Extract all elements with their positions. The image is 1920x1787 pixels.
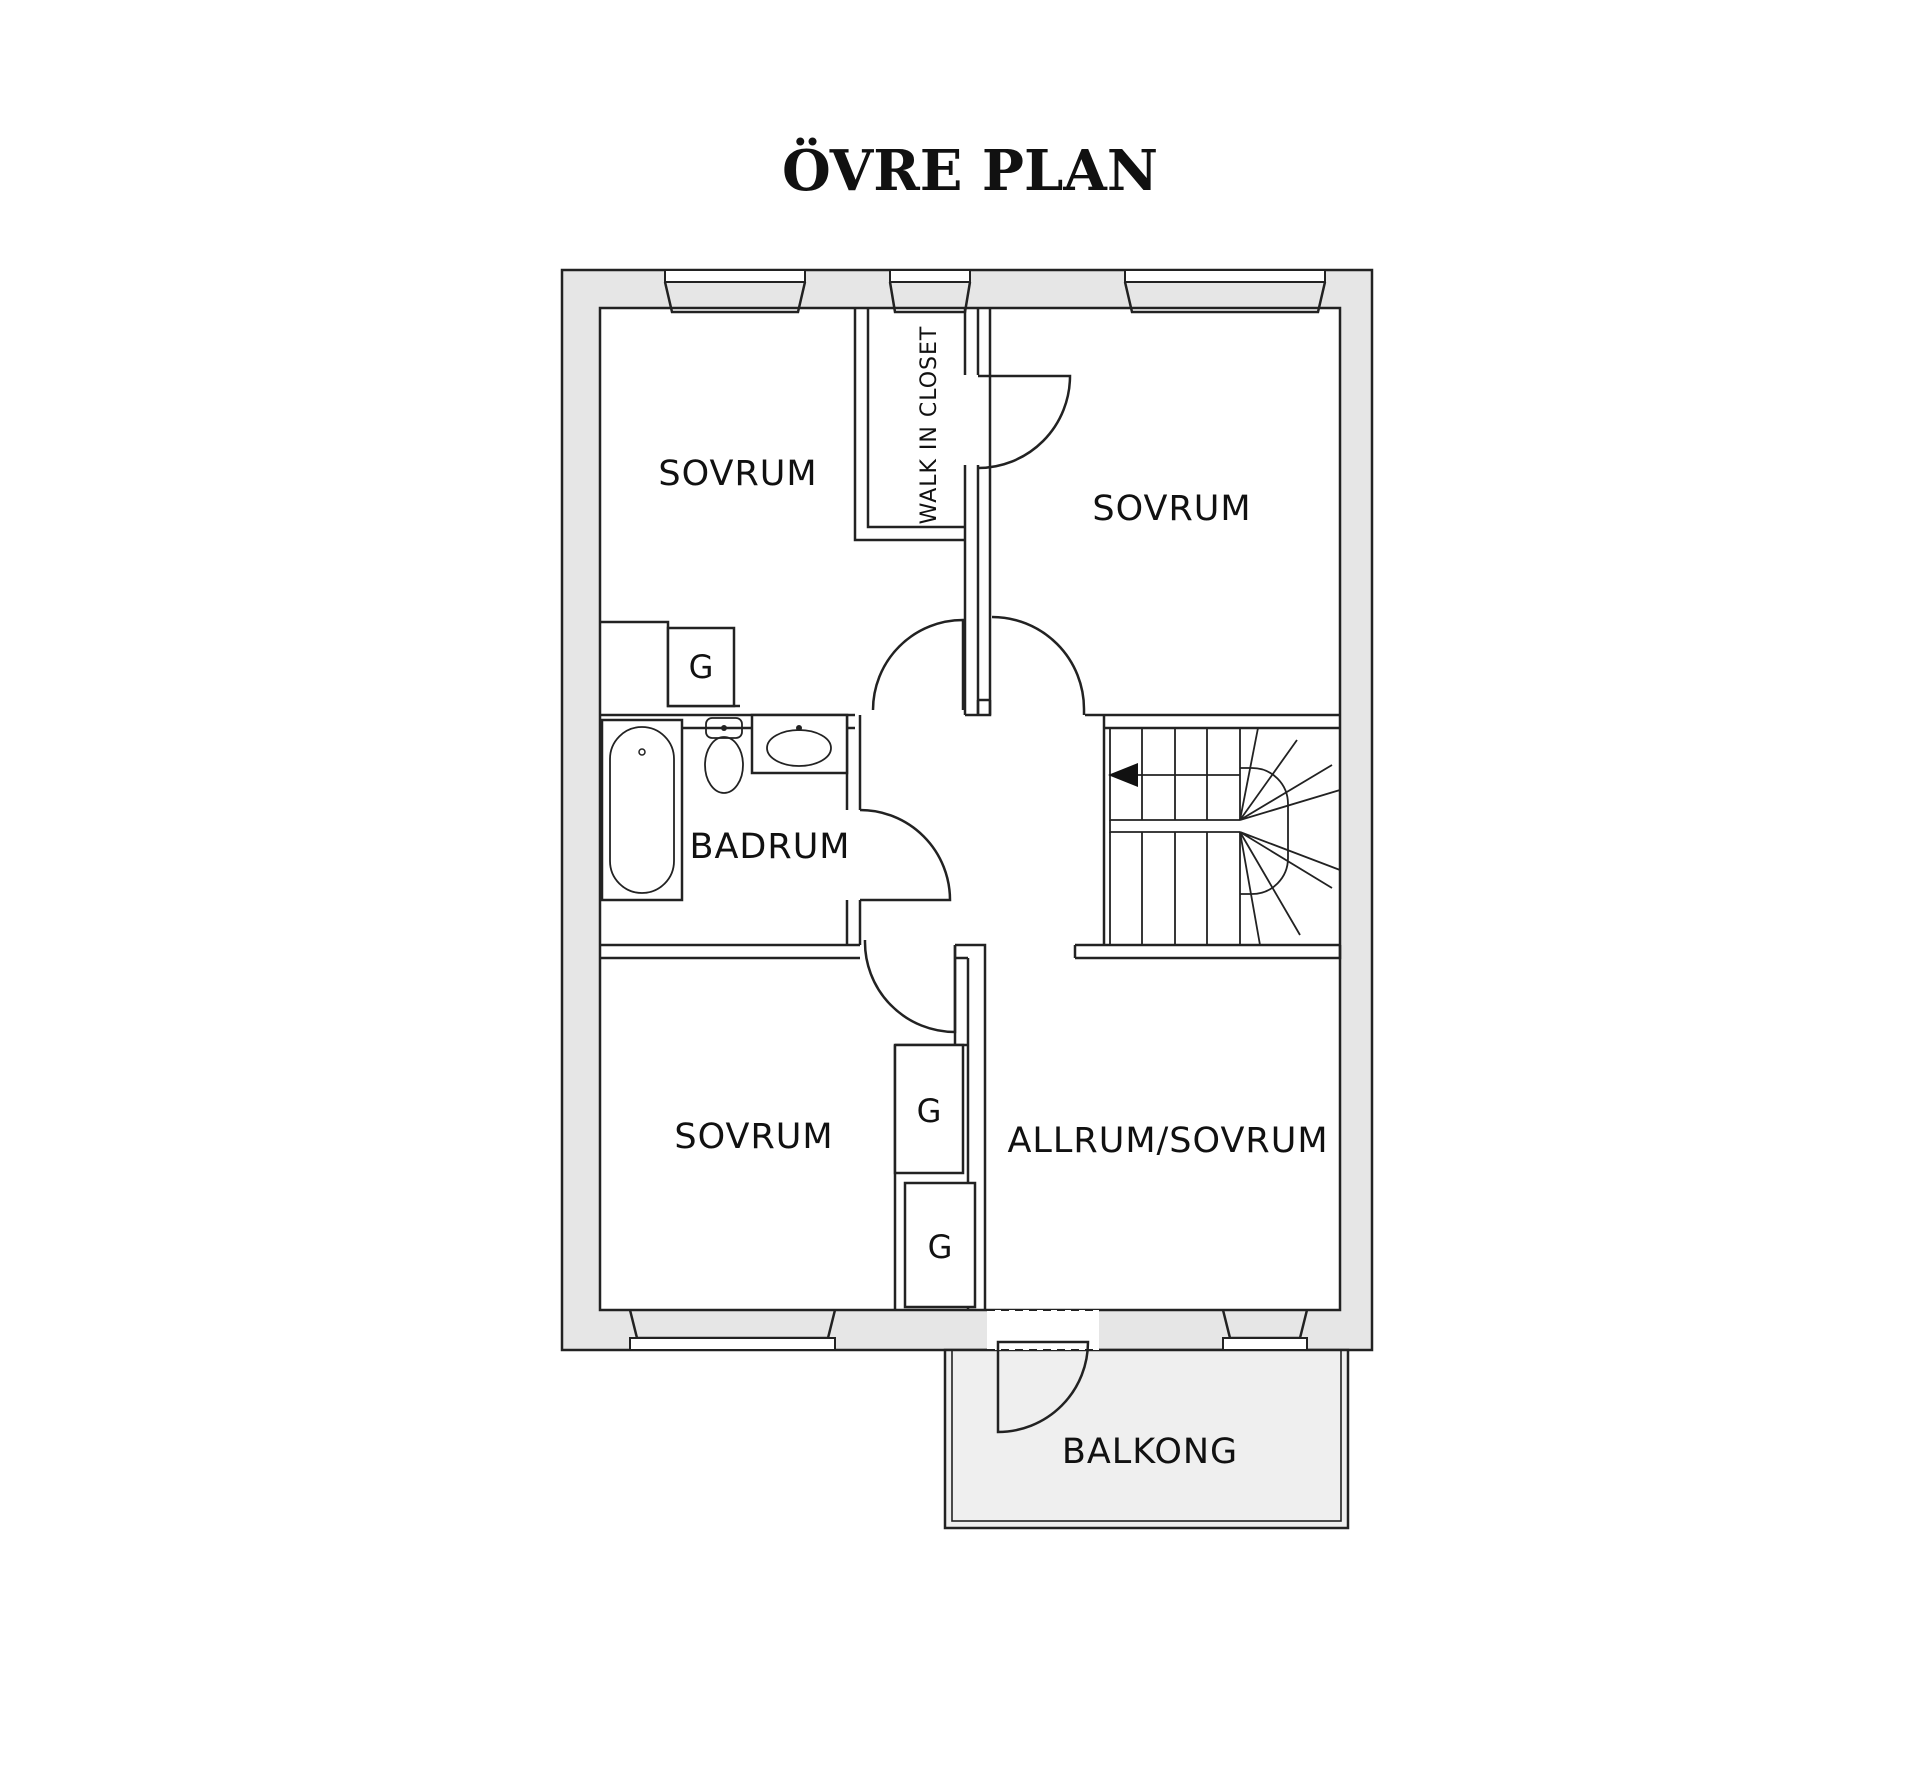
room-label-bedroom-bottom-left: SOVRUM bbox=[674, 1117, 833, 1157]
wardrobe-label: G bbox=[928, 1228, 953, 1266]
room-label-balcony: BALKONG bbox=[1062, 1432, 1238, 1472]
windows-top bbox=[663, 269, 1327, 314]
wardrobe-top-left: G bbox=[666, 626, 736, 708]
room-label-bedroom-top-right: SOVRUM bbox=[1092, 489, 1251, 529]
room-label-family-room: ALLRUM/SOVRUM bbox=[1007, 1121, 1328, 1161]
room-label-bathroom: BADRUM bbox=[689, 827, 850, 867]
arrow-left-icon bbox=[1108, 763, 1138, 787]
balcony-door-opening bbox=[987, 1309, 1099, 1351]
balcony bbox=[943, 1348, 1350, 1530]
windows-bottom bbox=[628, 1309, 1309, 1351]
plan-title: ÖVRE PLAN bbox=[782, 137, 1158, 204]
bathtub-icon bbox=[600, 718, 684, 902]
wardrobe-bottom: G bbox=[903, 1181, 977, 1309]
wardrobe-label: G bbox=[917, 1092, 942, 1130]
doors bbox=[859, 374, 1090, 1434]
room-label-walk-in-closet: WALK IN CLOSET bbox=[917, 326, 942, 525]
wardrobe-label: G bbox=[689, 648, 714, 686]
toilet-icon bbox=[704, 717, 744, 794]
staircase bbox=[1108, 727, 1341, 946]
room-label-bedroom-top-left: SOVRUM bbox=[658, 454, 817, 494]
exterior-walls bbox=[560, 268, 1374, 1352]
wardrobe-middle: G bbox=[893, 1043, 965, 1175]
sink-icon bbox=[750, 713, 849, 775]
